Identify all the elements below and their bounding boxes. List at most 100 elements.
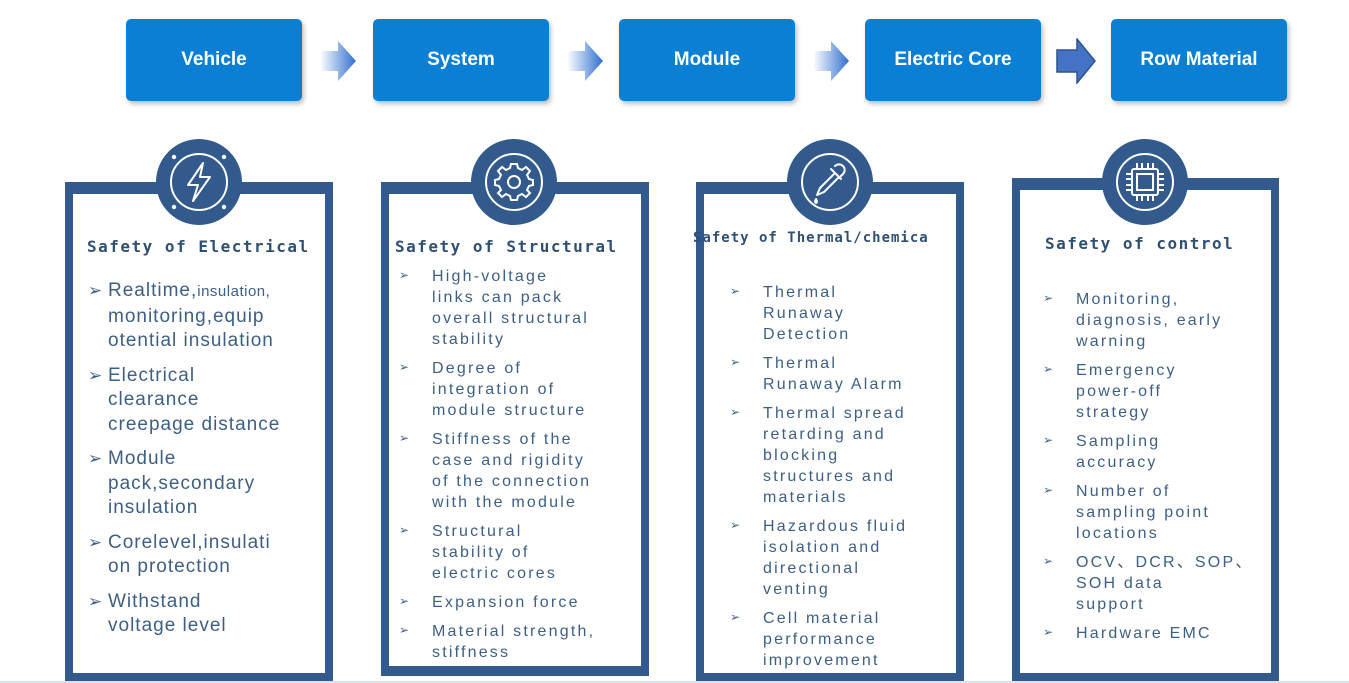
list-item-line: Hazardous fluid xyxy=(763,516,956,537)
list-item-line: Corelevel,insulati xyxy=(108,531,318,556)
divider xyxy=(0,681,1349,683)
list-item-text: overall structural xyxy=(432,310,589,327)
list-item-text: Material strength, xyxy=(432,623,596,640)
list-item-text: Structural xyxy=(432,523,523,540)
list-item-text: Withstand xyxy=(108,590,202,612)
list-item-text: Detection xyxy=(763,326,851,343)
list-item-line: Electrical xyxy=(108,364,318,389)
list-item-text: structures and xyxy=(763,468,896,485)
list-item-text: stiffness xyxy=(432,644,511,661)
arrow-bullet-icon: ➢ xyxy=(1043,483,1056,497)
list-item-text: performance xyxy=(763,631,878,648)
list-item-text: electric cores xyxy=(432,565,558,582)
list-item-text: SOH data xyxy=(1076,575,1164,592)
list-item-text: Monitoring, xyxy=(1076,291,1180,308)
list-item-line: warning xyxy=(1076,331,1271,352)
list-item-line: structures and xyxy=(763,466,956,487)
list-item-line: Monitoring, xyxy=(1076,289,1271,310)
arrow-bullet-icon: ➢ xyxy=(730,518,743,532)
list-item-line: voltage level xyxy=(108,614,318,639)
list-item: ➢Material strength,stiffness xyxy=(399,621,639,663)
list-item-line: Emergency xyxy=(1076,360,1271,381)
list-item-text: Number of xyxy=(1076,483,1171,500)
list-item-line: stability of xyxy=(432,542,639,563)
arrow-bullet-icon: ➢ xyxy=(730,284,743,298)
list-item-line: locations xyxy=(1076,523,1271,544)
arrow-bullet-icon: ➢ xyxy=(730,355,743,369)
list-item: ➢Module pack,secondary insulation xyxy=(88,447,318,521)
list-item-text: retarding and xyxy=(763,426,886,443)
arrow-bullet-icon: ➢ xyxy=(1043,554,1056,568)
list-item-line: Cell material xyxy=(763,608,956,629)
list-item-line: directional xyxy=(763,558,956,579)
list-item-text: improvement xyxy=(763,652,880,669)
arrow-bullet-icon: ➢ xyxy=(399,431,412,445)
list-item-line: with the module xyxy=(432,492,639,513)
list-item-text: Thermal spread xyxy=(763,405,906,422)
flow-step-row-material: Row Material xyxy=(1111,19,1287,101)
list-item-text: Realtime, xyxy=(108,280,198,301)
list-item-line: stability xyxy=(432,329,639,350)
list-item-line: Sampling xyxy=(1076,431,1271,452)
card-title: Safety of Structural xyxy=(395,237,618,256)
card-thermal xyxy=(696,182,964,683)
card-structural xyxy=(381,182,649,676)
list-item-line: clearance xyxy=(108,388,318,413)
list-item-text: case and rigidity xyxy=(432,452,586,469)
list-item-text: power-off xyxy=(1076,383,1163,400)
list-item-line: pack,secondary xyxy=(108,472,318,497)
list-item-text: monitoring,equip xyxy=(108,305,265,327)
card-control xyxy=(1012,178,1279,683)
list-item-line: diagnosis, early xyxy=(1076,310,1271,331)
list-item: ➢Expansion force xyxy=(399,592,639,613)
list-item-line: creepage distance xyxy=(108,413,318,438)
arrow-bullet-icon: ➢ xyxy=(88,281,104,300)
list-item-line: Structural xyxy=(432,521,639,542)
list-item-text: Runaway xyxy=(763,305,846,322)
list-item-text: Cell material xyxy=(763,610,881,627)
arrow-bullet-icon: ➢ xyxy=(399,594,412,608)
flow-step-label: Vehicle xyxy=(181,49,247,70)
list-item-text: Thermal xyxy=(763,355,838,372)
list-item-text: Module xyxy=(108,448,177,469)
list-item-line: support xyxy=(1076,594,1271,615)
list-item-text: insulation xyxy=(108,497,199,518)
list-item-line: Runaway xyxy=(763,303,956,324)
list-item-line: materials xyxy=(763,487,956,508)
list-item-line: overall structural xyxy=(432,308,639,329)
list-item-text: Thermal xyxy=(763,284,838,301)
list-item-line: electric cores xyxy=(432,563,639,584)
list-item-line: links can pack xyxy=(432,287,639,308)
list-item-text: accuracy xyxy=(1076,454,1158,471)
flow-step-label: System xyxy=(427,49,495,70)
list-item-line: OCV、DCR、SOP、 xyxy=(1076,552,1271,573)
list-item-text: Degree of xyxy=(432,360,523,377)
list-item-line: accuracy xyxy=(1076,452,1271,473)
card-title: Safety of Thermal/chemica xyxy=(693,230,929,246)
list-item-line: integration of xyxy=(432,379,639,400)
list-item-line: power-off xyxy=(1076,381,1271,402)
flow-step-module: Module xyxy=(619,19,795,101)
list-item-line: Withstand xyxy=(108,590,318,615)
list-item-text: High-voltage xyxy=(432,268,549,285)
arrow-bullet-icon: ➢ xyxy=(88,449,104,468)
list-item-text: pack,secondary xyxy=(108,472,256,494)
list-item-line: improvement xyxy=(763,650,956,671)
list-item: ➢Hardware EMC xyxy=(1043,623,1271,644)
arrow-bullet-icon: ➢ xyxy=(1043,433,1056,447)
list-item-line: retarding and xyxy=(763,424,956,445)
badge xyxy=(156,139,242,225)
list-item-line: on protection xyxy=(108,555,318,580)
list-item-text: Electrical xyxy=(108,364,196,386)
